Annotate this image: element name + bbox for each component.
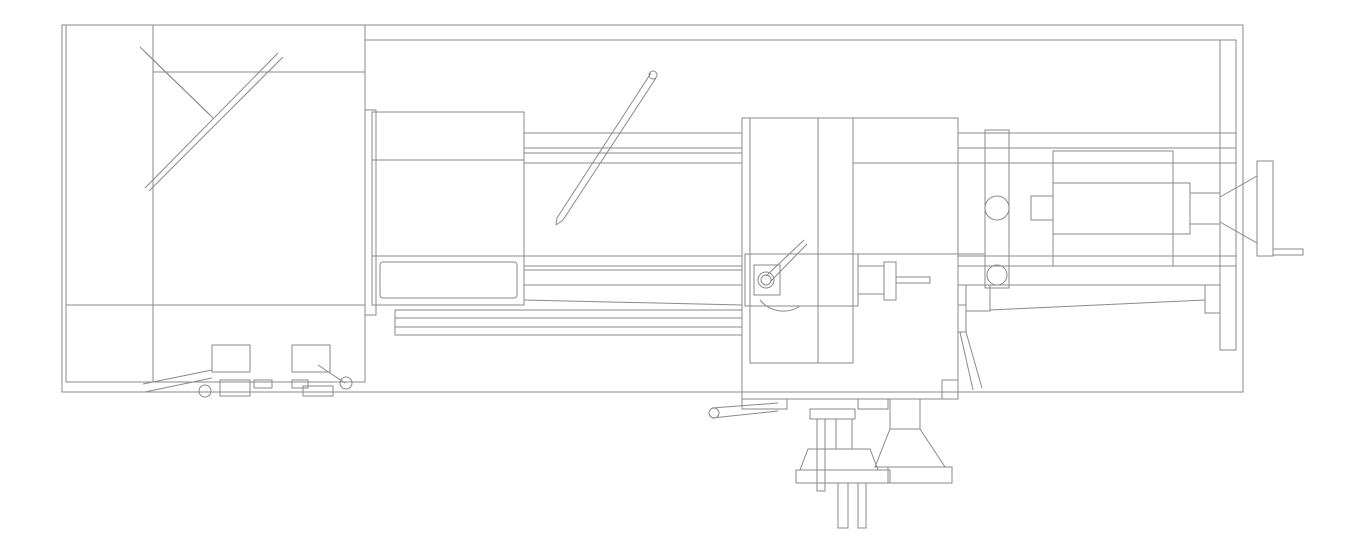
tailstock-center bbox=[1030, 195, 1054, 221]
headstock-body bbox=[371, 111, 525, 306]
compound-lever bbox=[765, 239, 805, 277]
tool-lever-tip bbox=[555, 217, 558, 226]
stand bbox=[795, 398, 953, 529]
tool-lever-edge bbox=[556, 72, 652, 219]
cross-feed-shaft bbox=[895, 276, 931, 284]
apron-lever-edge bbox=[965, 331, 983, 389]
lead-screw-clamp bbox=[965, 284, 991, 312]
carriage bbox=[708, 117, 985, 419]
stand-post bbox=[816, 418, 826, 492]
tool-lever-tip bbox=[555, 219, 564, 226]
cross-feed-boss bbox=[857, 265, 885, 295]
headstock-panel bbox=[379, 261, 518, 299]
lead-screw-bearing bbox=[1204, 284, 1221, 314]
motor-foot bbox=[887, 466, 953, 484]
carriage-outline bbox=[741, 117, 959, 400]
apron-bottom bbox=[741, 398, 788, 410]
stand-column bbox=[835, 418, 853, 450]
stand-base bbox=[799, 448, 879, 471]
tailstock-body bbox=[1052, 150, 1174, 267]
tool-lever bbox=[555, 70, 658, 226]
compound-lever-edge bbox=[769, 243, 808, 283]
apron-step bbox=[941, 379, 959, 400]
lathe-bed bbox=[394, 132, 1236, 336]
lever-housing-left bbox=[211, 344, 251, 373]
tailstock-wheel-spokes bbox=[1219, 175, 1258, 244]
handwheel-arc bbox=[759, 299, 801, 312]
short-bar-edge bbox=[144, 51, 214, 119]
long-bar-edge bbox=[148, 56, 284, 192]
headstock-flange bbox=[364, 109, 377, 316]
tool-lever-edge bbox=[562, 77, 657, 221]
lead-screw bbox=[523, 299, 743, 306]
lever-base-3 bbox=[291, 379, 309, 389]
handwheel bbox=[757, 271, 775, 289]
lever-base-4 bbox=[302, 385, 334, 397]
tailstock-clamp bbox=[984, 129, 1010, 289]
left-cabinet bbox=[65, 24, 366, 398]
carriage-handle bbox=[711, 402, 779, 409]
lever-knob-right bbox=[339, 376, 353, 390]
lever-handle-left-edge bbox=[144, 377, 213, 393]
tailstock-knob bbox=[986, 264, 1008, 286]
tool-lever-knob bbox=[648, 70, 658, 80]
apron bbox=[744, 253, 859, 307]
headstock bbox=[364, 109, 525, 316]
stand-foot bbox=[795, 469, 891, 484]
feed-rod-cover bbox=[394, 309, 743, 336]
motor-housing bbox=[874, 428, 946, 468]
tailstock-lock bbox=[984, 195, 1010, 221]
lever-housing-right bbox=[291, 344, 331, 373]
long-bar bbox=[144, 52, 279, 189]
carriage-handle-knob bbox=[708, 407, 720, 419]
handwheel-hub bbox=[760, 274, 772, 286]
carriage-handle-edge bbox=[711, 410, 779, 419]
stand-column-top bbox=[809, 408, 856, 420]
lever-base-1 bbox=[219, 379, 251, 397]
right-end-plate bbox=[1219, 39, 1237, 351]
apron-lever bbox=[959, 331, 974, 391]
motor-mount bbox=[857, 398, 889, 410]
stand-leg bbox=[857, 482, 867, 529]
cabinet-outline bbox=[65, 24, 366, 383]
tailstock-handle bbox=[1272, 248, 1304, 256]
cross-feed-collar bbox=[883, 261, 897, 301]
lever-base-2 bbox=[253, 379, 273, 389]
lead-screw-right bbox=[989, 299, 1206, 311]
lever-handle-left bbox=[142, 369, 213, 385]
machine-base bbox=[61, 24, 1244, 393]
apron-lever-mount bbox=[957, 304, 967, 333]
compound-block bbox=[753, 264, 781, 296]
tailstock-handwheel bbox=[1256, 160, 1274, 257]
cross-slide bbox=[749, 117, 854, 364]
stand-leg bbox=[837, 482, 849, 529]
lever-knob-left bbox=[198, 384, 212, 398]
base-outline bbox=[61, 24, 1244, 393]
tailstock-barrel bbox=[1052, 182, 1191, 235]
tailstock bbox=[984, 129, 1304, 289]
motor-neck bbox=[889, 398, 921, 430]
tailstock-quill bbox=[1189, 192, 1221, 225]
